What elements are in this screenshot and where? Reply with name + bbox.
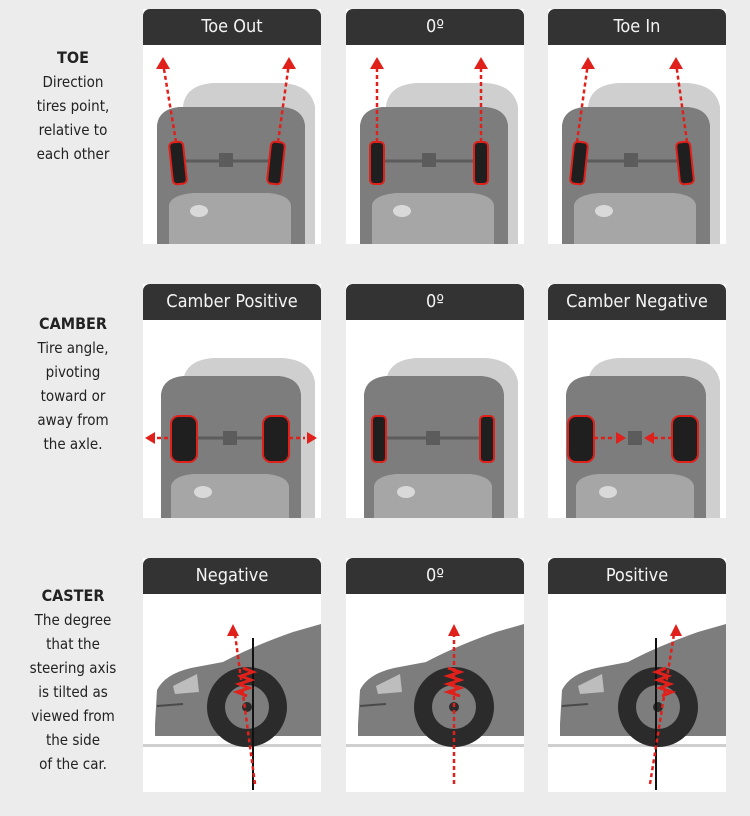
panel-title-toe-in: Toe In <box>548 9 726 45</box>
row-desc-caster-0: The degree <box>34 611 112 629</box>
row-desc-camber-2: toward or <box>40 387 106 405</box>
panel-title-caster-negative: Negative <box>143 558 321 594</box>
row-desc-toe-0: Direction <box>42 73 104 91</box>
panel-camber-positive: Camber Positive <box>143 284 321 518</box>
camber-zero-car-illustration <box>364 358 518 518</box>
panel-caster-zero: 0º <box>346 558 524 792</box>
camber-negative-car-illustration <box>566 358 720 518</box>
panel-camber-zero: 0º <box>346 284 524 518</box>
panel-camber-negative: Camber Negative <box>548 284 726 518</box>
panel-toe-in: Toe In <box>548 9 726 244</box>
row-label-caster: CASTER The degree that the steering axis… <box>8 584 138 776</box>
toe-in-car-top-illustration <box>562 57 720 244</box>
row-desc-camber-1: pivoting <box>45 363 101 381</box>
row-desc-caster-1: that the <box>46 635 100 653</box>
row-desc-camber-0: Tire angle, <box>37 339 109 357</box>
panel-title-toe-zero: 0º <box>346 9 524 45</box>
panel-toe-out: Toe Out <box>143 9 321 244</box>
caster-zero-car-side-illustration <box>346 624 524 784</box>
row-desc-caster-6: of the car. <box>39 755 107 773</box>
row-desc-caster-4: viewed from <box>31 707 115 725</box>
row-desc-camber-4: the axle. <box>43 435 103 453</box>
panel-caster-positive: Positive <box>548 558 726 792</box>
panel-title-caster-positive: Positive <box>548 558 726 594</box>
panel-title-camber-zero: 0º <box>346 284 524 320</box>
toe-zero-car-top-illustration <box>360 57 518 244</box>
row-desc-camber-3: away from <box>37 411 109 429</box>
row-desc-caster-5: the side <box>45 731 101 749</box>
panel-toe-zero: 0º <box>346 9 524 244</box>
row-desc-caster-2: steering axis <box>29 659 117 677</box>
panel-title-caster-zero: 0º <box>346 558 524 594</box>
row-title-camber: CAMBER <box>39 314 107 333</box>
toe-out-car-top-illustration <box>156 57 315 244</box>
caster-positive-car-side-illustration <box>548 624 726 790</box>
panel-title-camber-positive: Camber Positive <box>143 284 321 320</box>
row-title-caster: CASTER <box>41 586 105 605</box>
row-desc-toe-1: tires point, <box>36 97 110 115</box>
panel-title-camber-negative: Camber Negative <box>548 284 726 320</box>
camber-positive-car-illustration <box>145 358 317 518</box>
row-desc-toe-2: relative to <box>38 121 108 139</box>
panel-title-toe-out: Toe Out <box>143 9 321 45</box>
row-label-toe: TOE Direction tires point, relative to e… <box>8 46 138 166</box>
row-label-camber: CAMBER Tire angle, pivoting toward or aw… <box>8 312 138 456</box>
row-desc-toe-3: each other <box>36 145 110 163</box>
panel-caster-negative: Negative <box>143 558 321 792</box>
row-desc-caster-3: is tilted as <box>38 683 108 701</box>
row-title-toe: TOE <box>57 48 89 67</box>
caster-negative-car-side-illustration <box>143 624 321 790</box>
